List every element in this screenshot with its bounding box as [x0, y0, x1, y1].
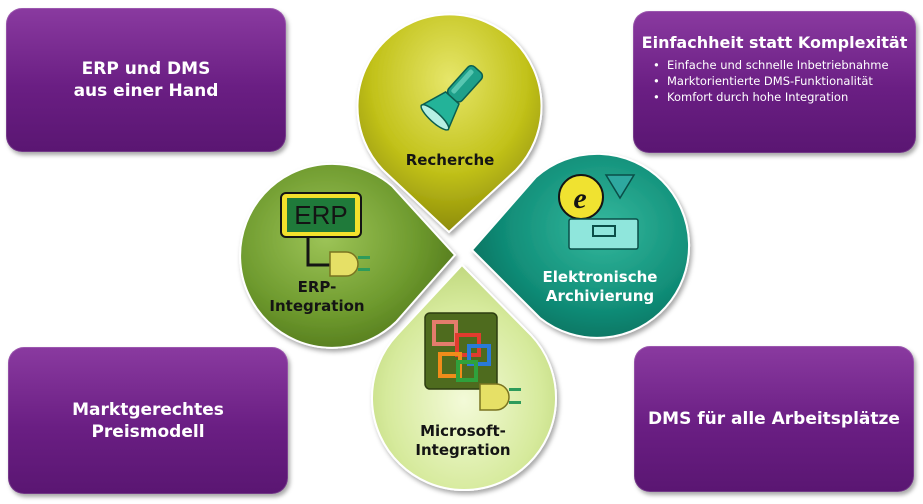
box-simplicity-list: Einfache und schnelle Inbetriebnahme Mar… [633, 57, 889, 105]
box-erp-dms-line-1: ERP und DMS [81, 59, 211, 79]
flashlight-icon [420, 65, 484, 131]
e-archive-icon: e [558, 174, 639, 250]
box-workplaces: DMS für alle Arbeitsplätze [634, 346, 914, 492]
label-recherche: Recherche [405, 151, 495, 169]
box-pricing-line-1: Marktgerechtes [72, 399, 224, 420]
erp-icon-text: ERP [294, 200, 347, 230]
label-ms-line-1: Microsoft- [420, 422, 506, 440]
box-simplicity: Einfachheit statt Komplexität Einfache u… [633, 11, 916, 153]
box-pricing-line-2: Preismodell [91, 421, 205, 442]
label-erp-line-2: Integration [269, 297, 365, 315]
e-icon-text: e [573, 182, 586, 215]
list-item: Marktorientierte DMS-Funktionalität [653, 73, 889, 89]
label-erp-integration: ERP- Integration [262, 278, 372, 316]
erp-plug-icon: ERP [280, 192, 370, 277]
label-archiv-line-2: Archivierung [545, 287, 655, 305]
box-pricing: Marktgerechtes Preismodell [8, 347, 288, 494]
label-archivierung: Elektronische Archivierung [540, 268, 660, 306]
label-archiv-line-1: Elektronische [542, 268, 658, 286]
list-item: Komfort durch hohe Integration [653, 89, 889, 105]
box-erp-dms: ERP und DMS aus einer Hand [6, 8, 286, 152]
list-item: Einfache und schnelle Inbetriebnahme [653, 57, 889, 73]
box-simplicity-title: Einfachheit statt Komplexität [641, 33, 908, 52]
label-erp-line-1: ERP- [297, 278, 337, 296]
box-erp-dms-line-2: aus einer Hand [73, 81, 219, 101]
label-microsoft-integration: Microsoft- Integration [408, 422, 518, 460]
label-ms-line-2: Integration [415, 441, 511, 459]
office-plug-icon [424, 312, 521, 411]
box-workplaces-line-1: DMS für alle Arbeitsplätze [648, 409, 900, 429]
